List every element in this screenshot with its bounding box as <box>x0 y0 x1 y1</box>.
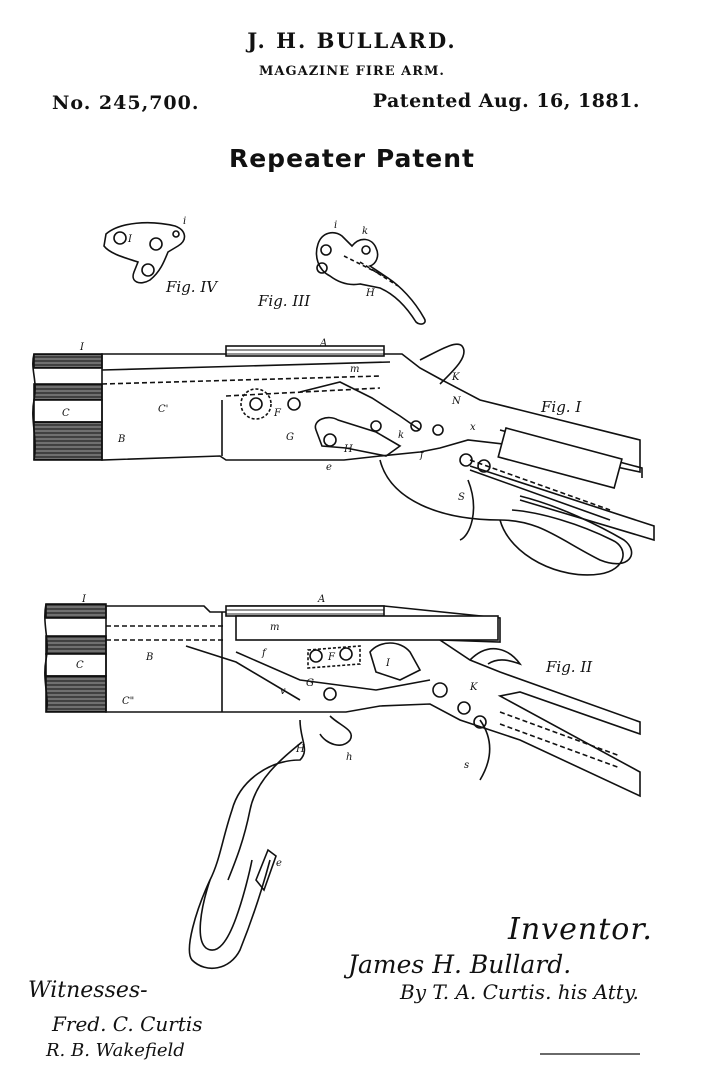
fig4-letter-i: i <box>183 216 186 227</box>
fig3-label: Fig. III <box>257 292 311 310</box>
figure-3-lever: i k H Fig. III <box>257 220 426 325</box>
fig2-letter-G: G <box>306 678 314 689</box>
fig1-letter-m: m <box>350 364 359 375</box>
fig1-letter-H: H <box>343 444 353 455</box>
invention-title: MAGAZINE FIRE ARM. <box>259 64 445 79</box>
figure-1-firearm: I A C C' B F G H k f K N m S e x Fig. I <box>32 338 655 576</box>
fig2-letter-K: K <box>469 682 478 693</box>
fig2-letter-C2: C" <box>122 696 134 707</box>
fig2-letter-I: I <box>81 594 87 605</box>
fig2-letter-f: f <box>261 648 268 659</box>
inventor-signature: James H. Bullard. <box>348 950 572 979</box>
fig1-letter-F: F <box>273 408 282 419</box>
fig1-letter-k: k <box>398 430 404 441</box>
fig1-letter-x: x <box>470 422 476 433</box>
witness-signature-1: Fred. C. Curtis <box>52 1012 203 1036</box>
fig1-letter-N: N <box>451 396 462 407</box>
fig1-letter-S: S <box>458 492 465 503</box>
fig4-label: Fig. IV <box>165 278 219 296</box>
figure-2-firearm: I A C B C" m F G I f v K s H h e Fig. II <box>44 594 641 969</box>
fig4-letter-I: I <box>127 234 133 245</box>
fig1-label: Fig. I <box>540 398 582 416</box>
fig1-letter-C: C <box>62 408 70 419</box>
fig1-letter-B: B <box>117 434 125 445</box>
fig2-letter-I2: I <box>385 658 391 669</box>
witness-signature-2: R. B. Wakefield <box>46 1040 185 1061</box>
fig1-letter-f: f <box>419 450 426 461</box>
fig1-letter-e: e <box>326 462 332 473</box>
fig1-letter-A: A <box>319 338 327 349</box>
attorney-signature: By T. A. Curtis. his Atty. <box>400 980 639 1004</box>
fig1-letter-K: K <box>451 372 460 383</box>
fig1-letter-G: G <box>286 432 294 443</box>
fig2-letter-v: v <box>280 686 286 697</box>
fig2-label: Fig. II <box>545 658 593 676</box>
fig2-letter-C: C <box>76 660 84 671</box>
fig2-letter-H: H <box>295 744 305 755</box>
figure-4-lever: I i Fig. IV <box>103 216 219 296</box>
fig2-letter-h: h <box>346 752 352 763</box>
fig2-letter-m: m <box>270 622 279 633</box>
fig3-letter-i: i <box>334 220 337 231</box>
inventor-name: J. H. BULLARD. <box>247 28 457 53</box>
fig2-letter-e: e <box>276 858 282 869</box>
witnesses-label: Witnesses- <box>28 978 148 1003</box>
patent-number: No. 245,700. <box>52 92 200 114</box>
fig2-letter-F: F <box>327 652 336 663</box>
fig1-letter-C1: C' <box>158 404 168 415</box>
inventor-label: Inventor. <box>508 912 653 947</box>
fig2-letter-B: B <box>145 652 153 663</box>
fig2-letter-s: s <box>464 760 469 771</box>
fig3-letter-H: H <box>365 288 375 299</box>
fig1-letter-I: I <box>79 342 85 353</box>
patent-date: Patented Aug. 16, 1881. <box>372 90 640 112</box>
fig2-letter-A: A <box>317 594 325 605</box>
fig3-letter-k: k <box>362 226 368 237</box>
page-heading: Repeater Patent <box>228 144 476 173</box>
